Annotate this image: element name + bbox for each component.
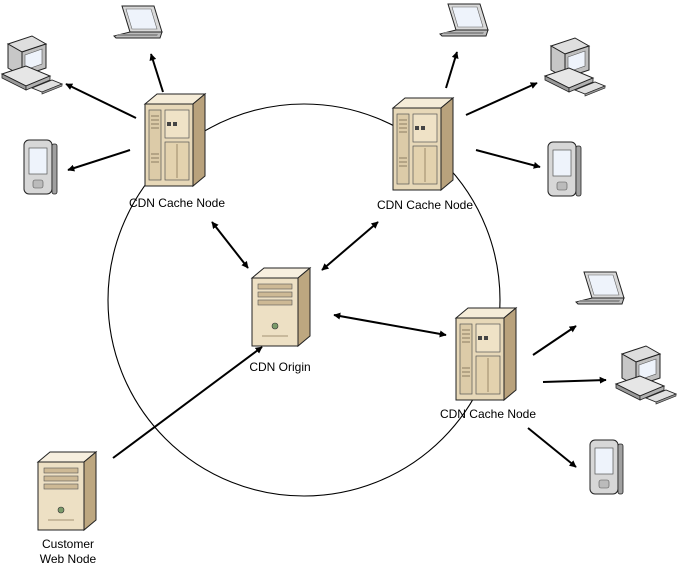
arrow-origin-cache-r xyxy=(333,312,447,338)
arrow-tl-to-pda xyxy=(67,149,131,172)
desktop-computer-icon xyxy=(544,37,606,97)
arrow-r-to-desktop xyxy=(542,376,607,384)
rack-server-icon xyxy=(392,97,454,191)
arrow-r-to-laptop xyxy=(532,325,577,356)
customer-label-line2: Web Node xyxy=(40,552,97,566)
tower-server-icon xyxy=(251,267,311,347)
arrow-origin-cache-tr xyxy=(321,221,379,271)
cache-node-label-right: CDN Cache Node xyxy=(440,407,536,421)
cdn-network-ring xyxy=(107,103,501,497)
tower-server-icon xyxy=(37,451,97,531)
desktop-computer-icon xyxy=(615,345,677,405)
rack-server-icon xyxy=(144,93,206,187)
arrow-tr-to-pda xyxy=(475,149,541,169)
arrow-r-to-pda xyxy=(527,427,577,468)
handheld-device-icon xyxy=(23,139,58,195)
arrow-origin-cache-tl xyxy=(211,221,249,269)
arrow-tl-to-laptop xyxy=(149,53,164,93)
handheld-device-icon xyxy=(589,439,624,495)
desktop-computer-icon xyxy=(1,35,63,95)
laptop-icon xyxy=(575,271,625,305)
arrow-tr-to-desktop xyxy=(465,82,538,116)
laptop-icon xyxy=(113,5,163,39)
arrow-tr-to-laptop xyxy=(445,51,459,89)
arrow-tl-to-desktop xyxy=(65,83,137,119)
cache-node-label-top-right: CDN Cache Node xyxy=(377,198,473,212)
handheld-device-icon xyxy=(547,141,582,197)
customer-label-line1: Customer xyxy=(42,537,94,551)
arrow-customer-to-origin xyxy=(112,346,263,459)
laptop-icon xyxy=(439,3,489,37)
rack-server-icon xyxy=(455,307,517,401)
cache-node-label-top-left: CDN Cache Node xyxy=(129,196,225,210)
origin-label: CDN Origin xyxy=(249,360,310,374)
